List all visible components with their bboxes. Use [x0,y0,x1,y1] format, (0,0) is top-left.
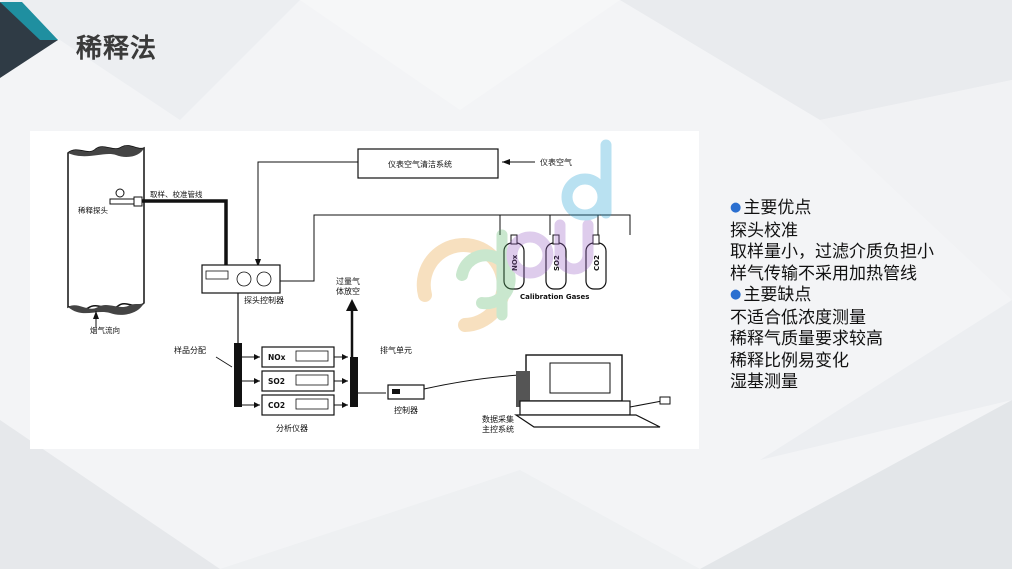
cylinder-label-co2: CO2 [593,255,601,271]
flue-flow-label: 烟气流向 [90,325,120,335]
bullet-icon: ● [730,287,742,302]
air-cleaner-label: 仪表空气清洁系统 [388,159,452,169]
list-item: 取样量小，过滤介质负担小 [730,242,934,262]
list-item: 湿基测量 [730,372,798,392]
sample-line-label: 取样、校准管线 [150,189,203,199]
excess-gas-label-1: 过量气 [336,276,360,286]
daq-label-1: 数据采集 [482,414,514,424]
analyzer-so2: SO2 [261,370,335,392]
controller-unit [387,384,425,400]
analyzer-label-so2: SO2 [268,377,285,386]
dilution-probe [109,188,143,207]
controller-label: 控制器 [394,405,418,415]
list-item: 稀释气质量要求较高 [730,329,883,349]
analyzer-label-co2: CO2 [268,401,285,410]
calibration-cylinder-nox: NOx [503,234,525,290]
calibration-cylinder-co2: CO2 [585,234,607,290]
stack-chimney [67,145,145,315]
air-cleaning-system-box [357,148,499,179]
analyzers-label: 分析仪器 [276,423,308,433]
analyzer-label-nox: NOx [268,353,286,362]
daq-label-2: 主控系统 [482,424,514,434]
exhaust-unit-label: 排气单元 [380,345,412,355]
sample-manifold [234,343,242,407]
cons-heading: ●主要缺点 [730,285,812,305]
list-item: 样气传输不采用加热管线 [730,263,917,284]
analyzer-co2: CO2 [261,394,335,416]
title-arrow-icon [0,2,58,78]
pros-heading: ●主要优点 [730,198,812,218]
cylinder-label-so2: SO2 [553,255,561,271]
daq-computer [514,354,671,428]
sample-distribution-label: 样品分配 [174,345,206,355]
list-item: 探头校准 [730,220,798,241]
pros-cons-list: ●主要优点 探头校准 取样量小，过滤介质负担小 样气传输不采用加热管线 ●主要缺… [730,198,1000,394]
probe-controller [201,264,281,294]
analyzer-nox: NOx [261,346,335,368]
list-item: 稀释比例易变化 [730,350,849,371]
dilution-system-diagram: 稀释探头 烟气流向 取样、校准管线 仪表空气清洁系统 仪表空气 探头控制器 [30,131,699,449]
instrument-air-label: 仪表空气 [540,157,572,167]
calibration-gases-label: Calibration Gases [520,293,589,301]
list-item: 不适合低浓度测量 [730,307,866,328]
cloud-watermark-logo [416,139,612,332]
slide-title: 稀释法 [76,34,158,64]
bullet-icon: ● [730,200,742,215]
probe-controller-label: 探头控制器 [244,295,284,305]
calibration-cylinder-so2: SO2 [545,234,567,290]
exhaust-manifold [350,357,358,407]
excess-gas-label-2: 体放空 [336,286,360,296]
cylinder-label-nox: NOx [511,254,519,271]
stack-probe-label: 稀释探头 [78,205,108,215]
